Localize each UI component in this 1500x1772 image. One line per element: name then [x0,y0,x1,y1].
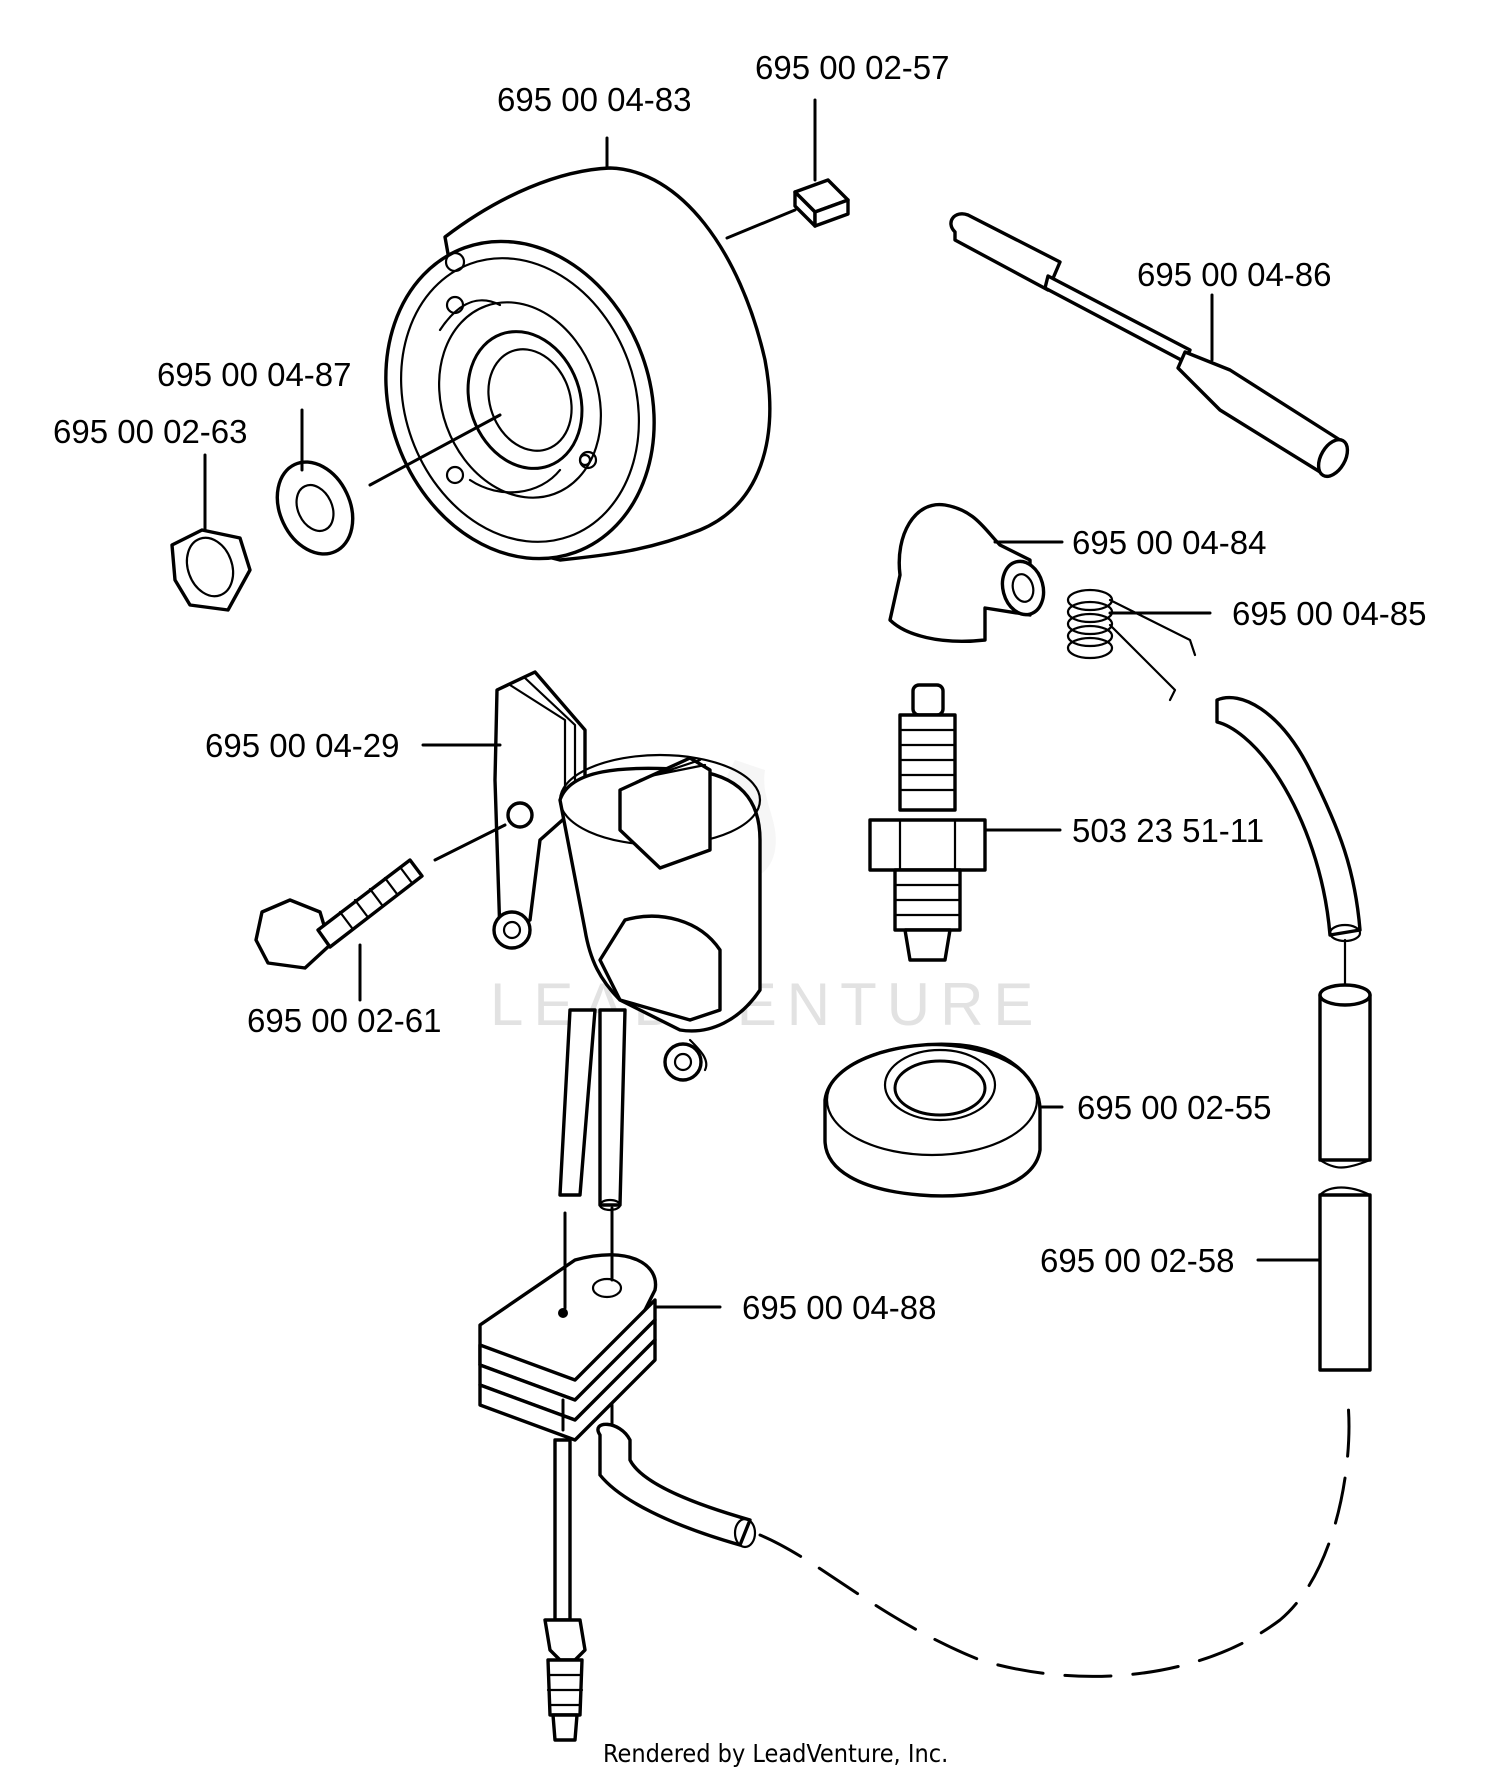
label-spark-plug: 503 23 51-11 [1072,812,1264,849]
label-washer: 695 00 04-87 [157,356,352,393]
label-key: 695 00 02-57 [755,49,950,86]
screw [254,858,424,970]
spark-plug [868,683,987,962]
ignition-module [492,670,762,1212]
flywheel [384,166,772,562]
key [793,178,850,228]
label-spring: 695 00 04-85 [1232,595,1427,632]
fuel-hose [1215,695,1372,1372]
label-boot: 695 00 04-84 [1072,524,1267,561]
footer-credit: Rendered by LeadVenture, Inc. [603,1739,948,1768]
label-screw: 695 00 02-61 [247,1002,442,1039]
label-flywheel: 695 00 04-83 [497,81,692,118]
label-grommet: 695 00 02-55 [1077,1089,1272,1126]
routing-path [758,1393,1351,1678]
label-hose: 695 00 02-58 [1040,1242,1235,1279]
nut [170,528,252,612]
leader-line [433,823,507,862]
lower-wire [543,1398,587,1742]
leader-line [725,208,797,240]
spring-clip [1066,588,1197,702]
spark-plug-boot [888,502,1046,643]
label-ignition-module: 695 00 04-29 [205,727,400,764]
elbow-hose [596,1403,757,1549]
label-terminal-block: 695 00 04-88 [742,1289,937,1326]
grommet [823,1042,1042,1198]
label-nut: 695 00 02-63 [53,413,248,450]
leader-line [368,413,502,487]
ignition-cable [949,212,1350,479]
terminal-block [478,1253,658,1442]
label-cable: 695 00 04-86 [1137,256,1332,293]
washer [275,460,355,556]
